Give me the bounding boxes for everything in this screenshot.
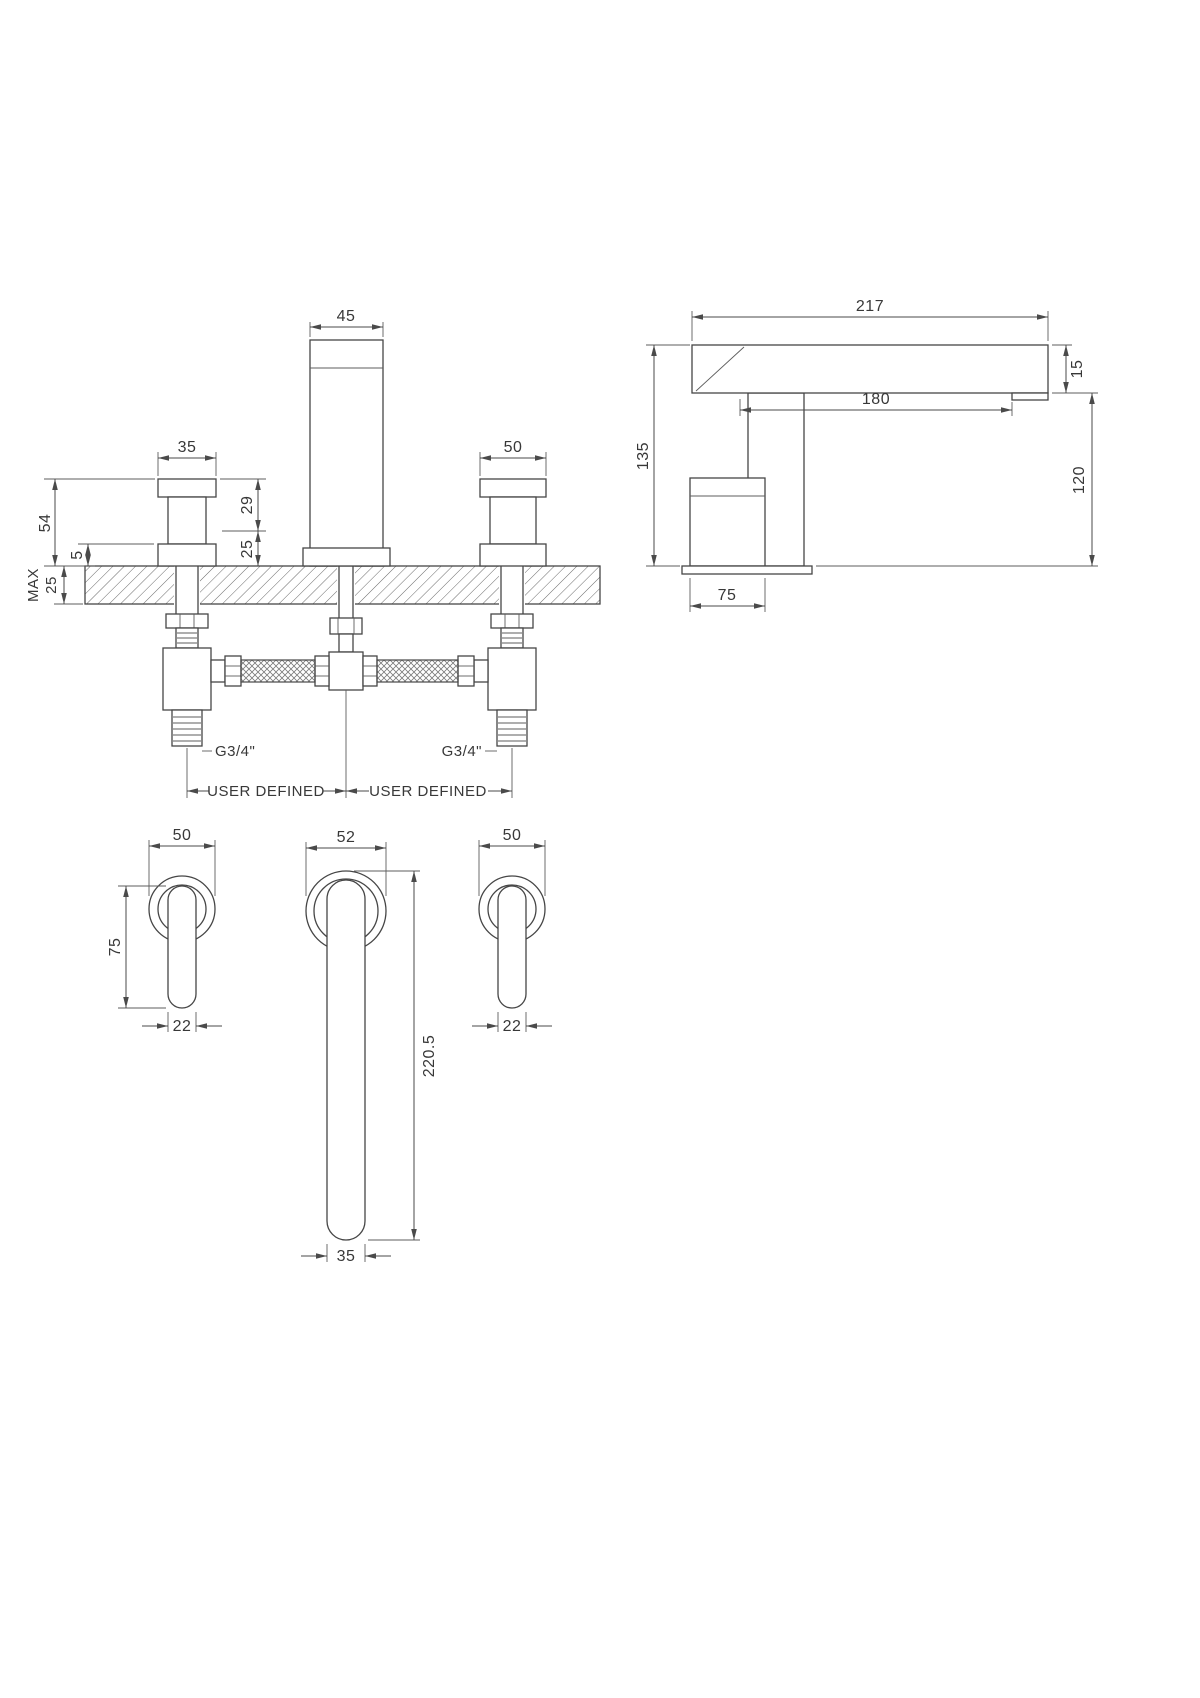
dim-left-plan-diameter: 50 <box>148 827 216 896</box>
dim-label-total-reach: 217 <box>856 298 884 315</box>
spout-front <box>302 339 391 567</box>
dim-handle-height: 54 <box>37 478 155 567</box>
right-valve-assembly <box>457 566 537 747</box>
counter-deck <box>84 564 601 606</box>
center-tee-assembly <box>314 566 378 691</box>
dim-spout-plan-length: 220.5 <box>354 870 438 1241</box>
dim-label-handle-upper: 29 <box>239 496 256 515</box>
thread-labels: G3/4" G3/4" <box>202 743 497 760</box>
plan-views: 50 75 22 <box>107 827 552 1265</box>
dim-base-ring-height: 5 <box>69 543 154 566</box>
left-handle-plan: 50 75 22 <box>107 827 222 1035</box>
dim-label-spout-plan-diameter: 52 <box>337 829 356 846</box>
spout-plan: 52 220.5 35 <box>301 829 438 1265</box>
dim-label-left-handle-width: 35 <box>178 439 197 456</box>
dim-tip-height: 15 <box>1052 344 1098 394</box>
dim-label-deck-max-value: 25 <box>43 576 60 594</box>
side-view: 217 15 180 135 120 <box>635 298 1098 612</box>
dim-left-lever-length: 75 <box>107 885 166 1009</box>
dim-label-height-above-deck: 120 <box>1071 466 1088 494</box>
dim-right-lever-width: 22 <box>472 1012 552 1035</box>
flexible-hose-left <box>240 659 316 683</box>
left-valve-assembly <box>162 566 242 747</box>
dim-spout-plan-diameter: 52 <box>305 829 387 896</box>
dim-left-lever-width: 22 <box>142 1012 222 1035</box>
dim-total-height: 135 <box>635 344 690 567</box>
dim-body-depth: 75 <box>689 578 766 612</box>
dim-deck-thickness: MAX 25 <box>25 566 83 605</box>
dim-label-right-lever-width: 22 <box>503 1018 522 1035</box>
dim-label-total-height: 135 <box>635 442 652 470</box>
dim-left-handle-width: 35 <box>157 439 217 476</box>
dim-label-right-handle-width: 50 <box>504 439 523 456</box>
dim-handle-chain: 29 25 <box>220 478 266 566</box>
spout-side-profile <box>681 344 1049 575</box>
right-handle-front <box>479 478 547 567</box>
dim-label-base-ring-height: 5 <box>69 550 86 559</box>
dim-label-left-plan-diameter: 50 <box>173 827 192 844</box>
dim-label-handle-height: 54 <box>37 514 54 533</box>
dim-label-deck-max-word: MAX <box>25 568 42 602</box>
dim-user-defined-spans: USER DEFINED USER DEFINED <box>186 690 513 800</box>
dim-label-left-lever-width: 22 <box>173 1018 192 1035</box>
dim-label-left-lever-length: 75 <box>107 938 124 957</box>
dim-label-spout-tip-width: 35 <box>337 1248 356 1265</box>
dim-label-spout-plan-length: 220.5 <box>421 1035 438 1078</box>
dim-right-handle-width: 50 <box>479 439 547 476</box>
dim-label-handle-lower: 25 <box>239 540 256 559</box>
dim-label-tip-height: 15 <box>1069 360 1086 379</box>
dim-label-spout-reach: 180 <box>862 391 890 408</box>
left-thread-label: G3/4" <box>215 743 255 760</box>
dim-height-above-deck: 120 <box>816 393 1098 567</box>
right-hose-span-label: USER DEFINED <box>369 783 487 800</box>
left-handle-front <box>157 478 217 567</box>
front-view: 45 35 50 54 5 <box>25 308 601 800</box>
dim-total-reach: 217 <box>691 298 1049 341</box>
dim-label-body-depth: 75 <box>718 587 737 604</box>
dim-label-right-plan-diameter: 50 <box>503 827 522 844</box>
right-thread-label: G3/4" <box>442 743 482 760</box>
left-hose-span-label: USER DEFINED <box>207 783 325 800</box>
dim-label-spout-width: 45 <box>337 308 356 325</box>
flexible-hose-right <box>376 659 459 683</box>
dim-spout-tip-width: 35 <box>301 1244 391 1265</box>
right-handle-plan: 50 22 <box>472 827 552 1035</box>
dim-right-plan-diameter: 50 <box>478 827 546 896</box>
dim-spout-width: 45 <box>309 308 384 337</box>
dim-spout-reach: 180 <box>739 391 1013 416</box>
